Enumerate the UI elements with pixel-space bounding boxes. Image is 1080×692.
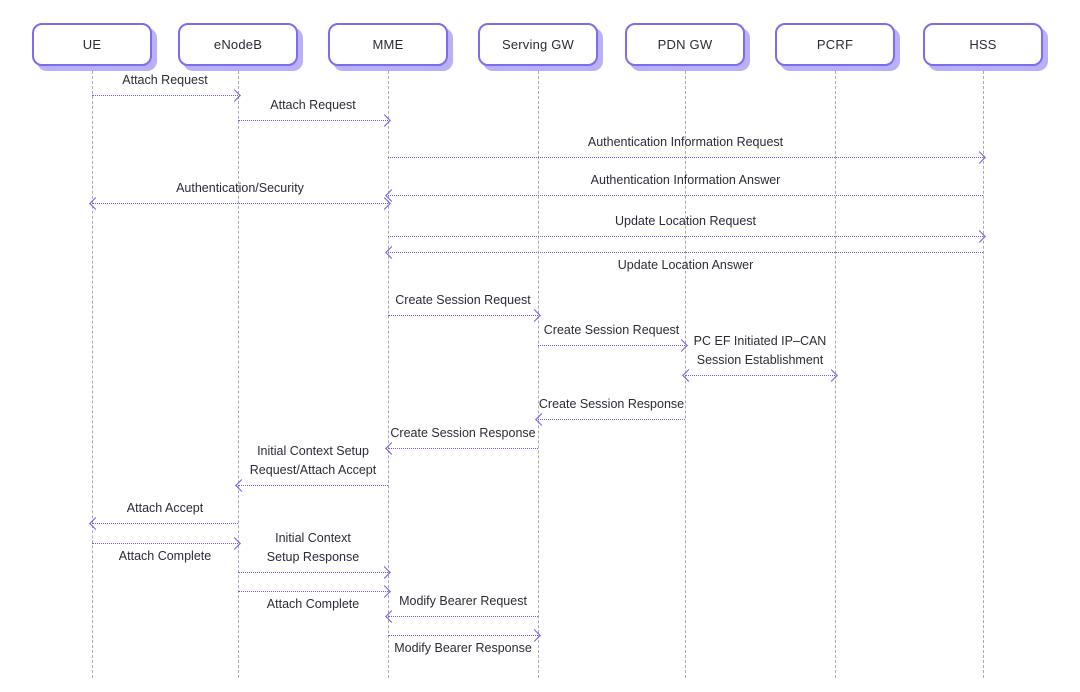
- message-line: [238, 572, 388, 573]
- message-line: [92, 543, 238, 544]
- message-label: Attach Accept: [126, 501, 204, 515]
- participant-pcrf[interactable]: PCRF: [775, 23, 895, 66]
- lifeline-serving-gw: [538, 66, 539, 678]
- participant-label: PDN GW: [657, 37, 713, 52]
- participant-pdn-gw[interactable]: PDN GW: [625, 23, 745, 66]
- lifeline-hss: [983, 66, 984, 678]
- message-label: Attach Request: [122, 73, 208, 87]
- message-label: Attach Complete: [118, 549, 212, 563]
- participant-enodeb[interactable]: eNodeB: [178, 23, 298, 66]
- message-label: Create Session Response: [538, 397, 685, 411]
- message-line: [388, 252, 983, 253]
- message-line: [538, 345, 685, 346]
- message-line: [388, 448, 538, 449]
- participant-hss[interactable]: HSS: [923, 23, 1043, 66]
- participant-ue[interactable]: UE: [32, 23, 152, 66]
- message-label: Attach Complete: [266, 597, 360, 611]
- lifeline-enodeb: [238, 66, 239, 678]
- participant-label: Serving GW: [501, 37, 575, 52]
- message-line: [92, 203, 388, 204]
- participant-label: HSS: [969, 37, 997, 52]
- message-label: Modify Bearer Response: [394, 641, 532, 655]
- participant-label: UE: [82, 37, 102, 52]
- lifeline-pcrf: [835, 66, 836, 678]
- message-label: Create Session Request: [395, 293, 531, 307]
- lifeline-mme: [388, 66, 389, 678]
- message-label: Authentication Information Request: [587, 135, 784, 149]
- message-label: Create Session Response: [390, 426, 536, 440]
- participant-label: PCRF: [816, 37, 854, 52]
- message-line: [388, 315, 538, 316]
- message-label: Authentication/Security: [176, 181, 304, 195]
- message-label: Attach Request: [270, 98, 356, 112]
- message-line: [238, 591, 388, 592]
- message-line: [92, 523, 238, 524]
- message-line: [238, 120, 388, 121]
- message-line: [388, 157, 983, 158]
- message-label: Authentication Information Answer: [590, 173, 781, 187]
- message-line: [388, 616, 538, 617]
- message-line: [92, 95, 238, 96]
- message-line: [388, 236, 983, 237]
- message-line: [388, 195, 983, 196]
- participant-mme[interactable]: MME: [328, 23, 448, 66]
- message-label: Update Location Request: [614, 214, 757, 228]
- message-line: [685, 375, 835, 376]
- message-label: Create Session Request: [543, 323, 680, 337]
- lifeline-ue: [92, 66, 93, 678]
- participant-serving-gw[interactable]: Serving GW: [478, 23, 598, 66]
- message-line: [538, 419, 685, 420]
- message-line: [388, 635, 538, 636]
- message-line: [238, 485, 388, 486]
- participant-label: eNodeB: [213, 37, 263, 52]
- message-label: Modify Bearer Request: [399, 594, 527, 608]
- message-label: Update Location Answer: [617, 258, 754, 272]
- participant-label: MME: [372, 37, 404, 52]
- lifeline-pdn-gw: [685, 66, 686, 678]
